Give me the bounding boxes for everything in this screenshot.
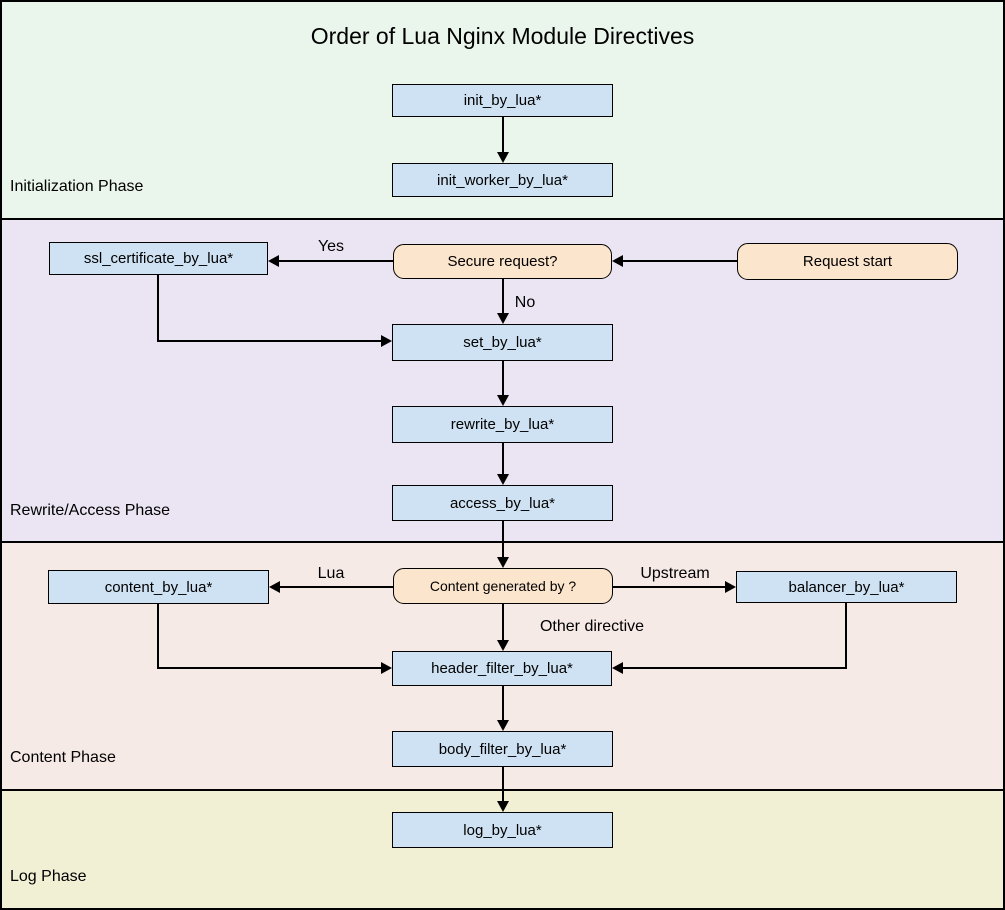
phase-label-content: Content Phase: [10, 749, 116, 766]
node-log-by-lua-label: log_by_lua*: [463, 821, 542, 839]
diagram-title: Order of Lua Nginx Module Directives: [310, 23, 695, 49]
node-body-filter-by-lua-label: body_filter_by_lua*: [438, 740, 567, 758]
node-body-filter-by-lua: body_filter_by_lua*: [392, 731, 613, 767]
node-secure-request: Secure request?: [393, 244, 612, 279]
node-log-by-lua: log_by_lua*: [392, 812, 613, 848]
node-init-worker-by-lua: init_worker_by_lua*: [392, 163, 613, 197]
node-secure-request-label: Secure request?: [447, 253, 558, 270]
node-set-by-lua: set_by_lua*: [392, 324, 613, 361]
node-set-by-lua-label: set_by_lua*: [463, 334, 542, 351]
node-balancer-by-lua-label: balancer_by_lua*: [788, 578, 905, 596]
node-access-by-lua: access_by_lua*: [392, 485, 613, 521]
node-content-generated-by: Content generated by ?: [393, 568, 613, 604]
node-init-by-lua-label: init_by_lua*: [463, 92, 542, 109]
node-content-by-lua-label: content_by_lua*: [104, 578, 213, 596]
edge-label-upstream: Upstream: [640, 565, 710, 582]
edge-label-lua: Lua: [317, 565, 345, 582]
edge-label-no: No: [514, 294, 536, 311]
node-content-generated-by-label: Content generated by ?: [429, 578, 577, 594]
node-header-filter-by-lua: header_filter_by_lua*: [392, 651, 612, 686]
phase-band-log: [0, 789, 1005, 910]
node-init-worker-by-lua-label: init_worker_by_lua*: [437, 171, 568, 189]
node-init-by-lua: init_by_lua*: [392, 84, 613, 117]
node-ssl-certificate-by-lua: ssl_certificate_by_lua*: [49, 242, 268, 275]
node-request-start-label: Request start: [802, 253, 893, 270]
node-rewrite-by-lua: rewrite_by_lua*: [392, 406, 613, 443]
phase-label-rewrite-access: Rewrite/Access Phase: [10, 502, 171, 519]
edge-label-yes: Yes: [317, 238, 345, 255]
phase-label-log: Log Phase: [10, 868, 87, 885]
phase-label-initialization: Initialization Phase: [10, 178, 144, 195]
edge-label-other-directive: Other directive: [539, 618, 645, 635]
node-content-by-lua: content_by_lua*: [48, 570, 269, 604]
node-rewrite-by-lua-label: rewrite_by_lua*: [450, 416, 555, 433]
node-request-start: Request start: [737, 243, 958, 280]
node-header-filter-by-lua-label: header_filter_by_lua*: [431, 660, 573, 677]
node-ssl-certificate-by-lua-label: ssl_certificate_by_lua*: [83, 250, 234, 267]
node-balancer-by-lua: balancer_by_lua*: [736, 571, 957, 603]
node-access-by-lua-label: access_by_lua*: [449, 494, 556, 512]
